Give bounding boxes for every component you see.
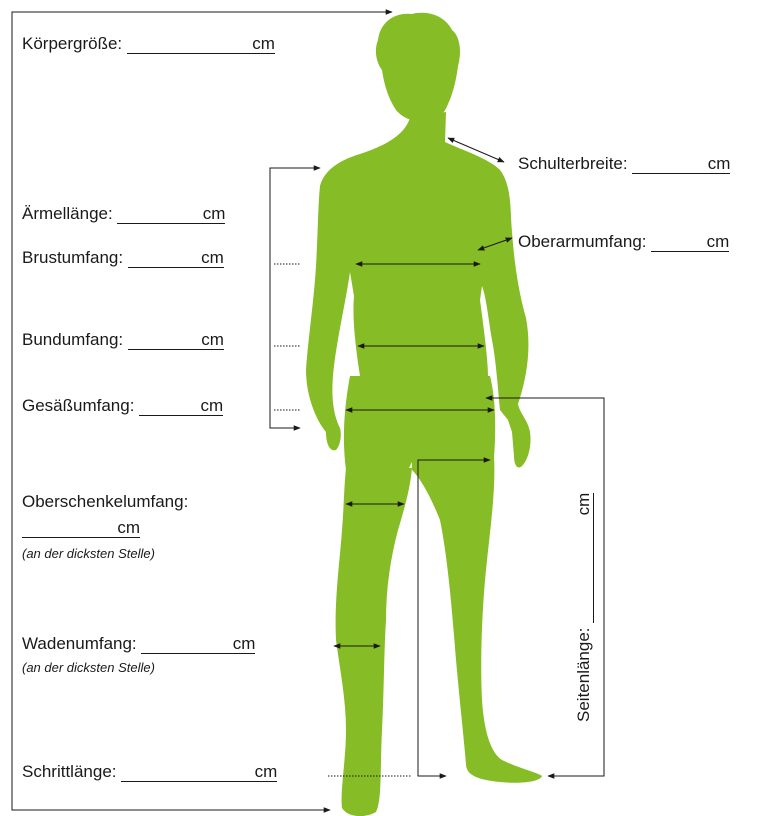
koerpergroesse-label: Körpergröße: <box>22 34 122 53</box>
aermellaenge-input[interactable]: cm <box>117 205 225 224</box>
seitenlaenge-field: Seitenlänge: cm <box>574 493 594 722</box>
schulterbreite-label: Schulterbreite: <box>518 154 628 173</box>
bundumfang-field: Bundumfang: cm <box>22 330 224 350</box>
oberschenkelumfang-field: Oberschenkelumfang: <box>22 492 188 512</box>
koerpergroesse-input[interactable]: cm <box>127 35 275 54</box>
wadenumfang-note: (an der dicksten Stelle) <box>22 660 155 675</box>
aermellaenge-label: Ärmellänge: <box>22 204 113 223</box>
koerpergroesse-field: Körpergröße: cm <box>22 34 275 54</box>
oberschenkelumfang-input[interactable]: cm <box>22 519 140 538</box>
schrittlaenge-input[interactable]: cm <box>121 763 277 782</box>
schulterbreite-field: Schulterbreite: cm <box>518 154 730 174</box>
oberschenkelumfang-label: Oberschenkelumfang: <box>22 492 188 511</box>
gesaessumfang-input[interactable]: cm <box>139 397 223 416</box>
oberarmumfang-field: Oberarmumfang: cm <box>518 232 729 252</box>
wadenumfang-field: Wadenumfang: cm <box>22 634 255 654</box>
brustumfang-input[interactable]: cm <box>128 249 224 268</box>
oberschenkelumfang-note: (an der dicksten Stelle) <box>22 546 155 561</box>
bundumfang-input[interactable]: cm <box>128 331 224 350</box>
schrittlaenge-label: Schrittlänge: <box>22 762 117 781</box>
oberarmumfang-label: Oberarmumfang: <box>518 232 647 251</box>
aermellaenge-field: Ärmellänge: cm <box>22 204 225 224</box>
brustumfang-field: Brustumfang: cm <box>22 248 224 268</box>
body-silhouette <box>306 13 542 816</box>
oberschenkelumfang-input-row: cm <box>22 518 140 538</box>
bundumfang-label: Bundumfang: <box>22 330 123 349</box>
gesaessumfang-label: Gesäßumfang: <box>22 396 134 415</box>
wadenumfang-input[interactable]: cm <box>141 635 255 654</box>
schulterbreite-input[interactable]: cm <box>632 155 730 174</box>
wadenumfang-label: Wadenumfang: <box>22 634 137 653</box>
seitenlaenge-label: Seitenlänge: <box>574 627 593 722</box>
schrittlaenge-field: Schrittlänge: cm <box>22 762 277 782</box>
oberarmumfang-input[interactable]: cm <box>651 233 729 252</box>
brustumfang-label: Brustumfang: <box>22 248 123 267</box>
seitenlaenge-input[interactable]: cm <box>575 493 594 623</box>
gesaessumfang-field: Gesäßumfang: cm <box>22 396 223 416</box>
